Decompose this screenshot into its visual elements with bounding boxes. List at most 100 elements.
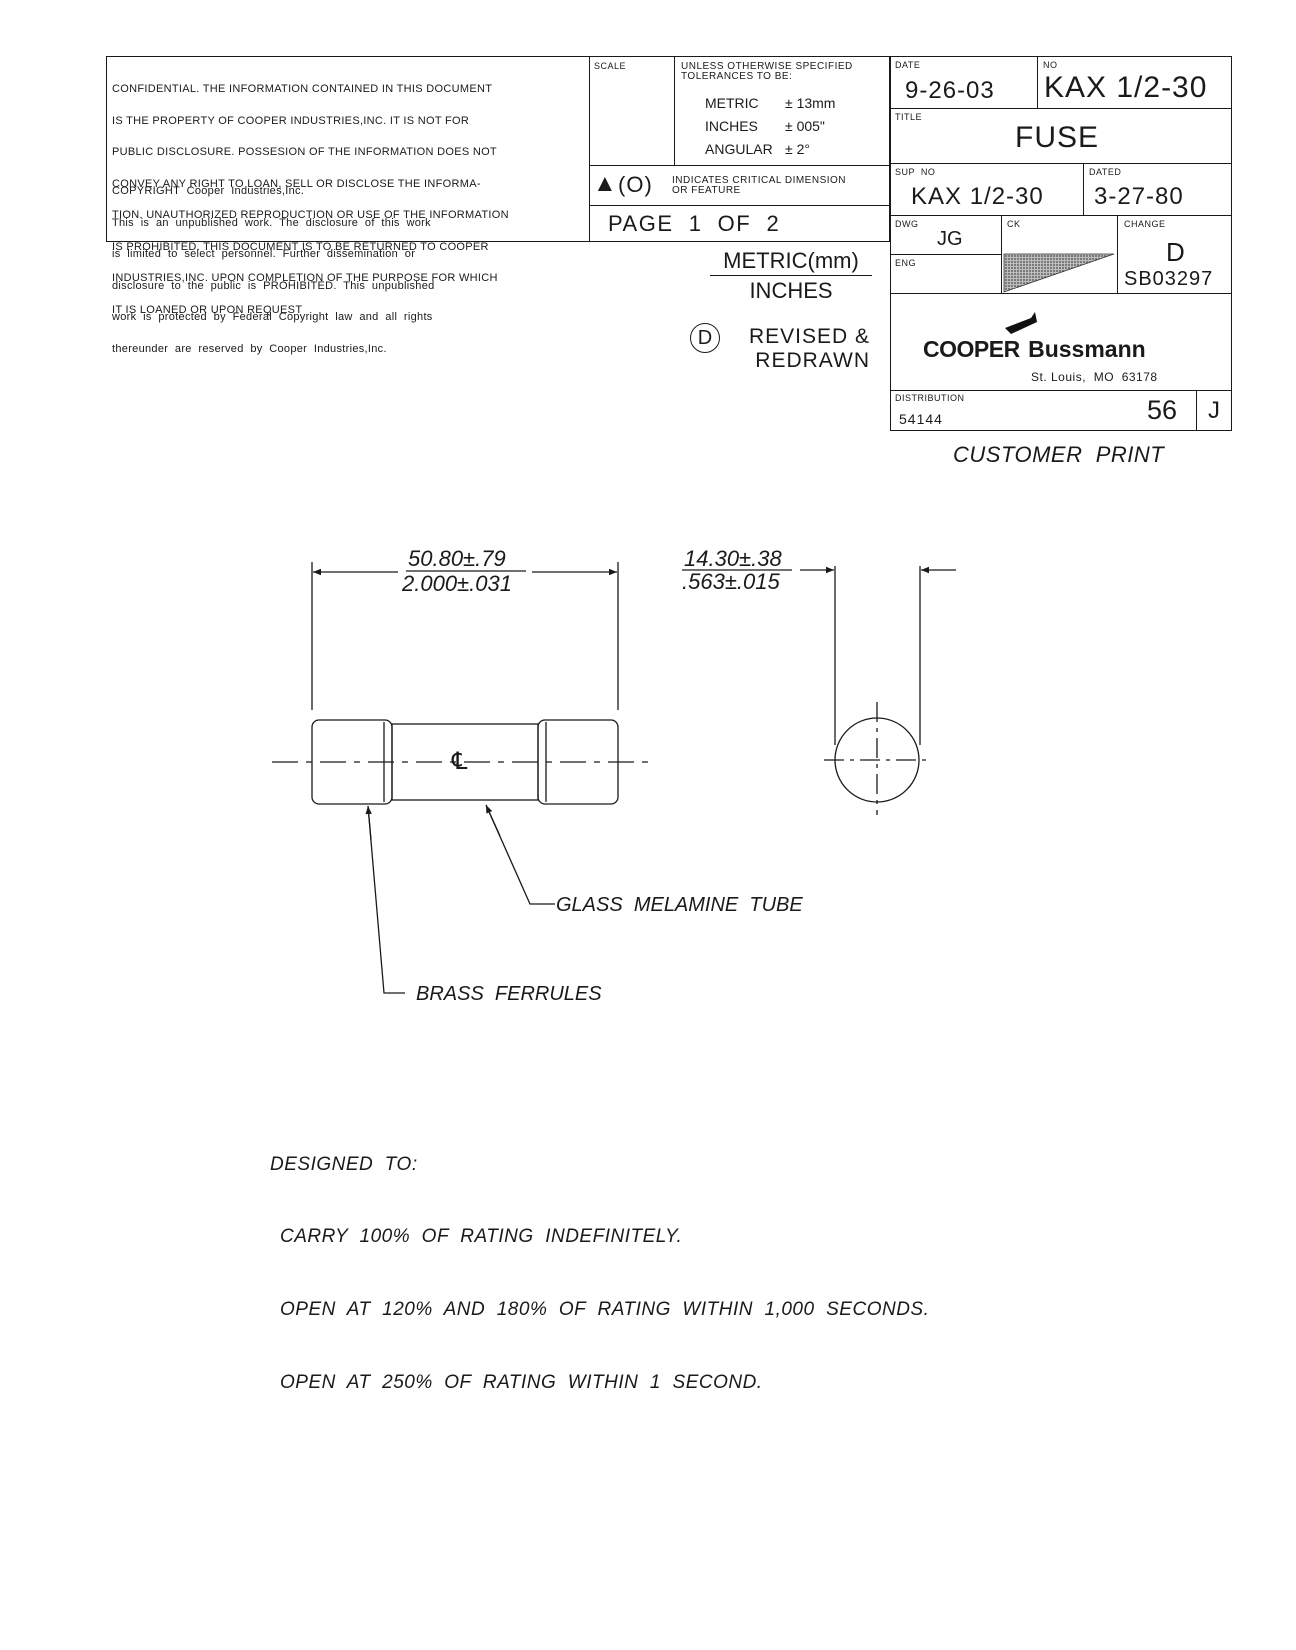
tolerance-inches-label: INCHES [705,118,758,134]
dated-value: 3-27-80 [1094,183,1184,210]
change-cell: CHANGE D SB03297 [1117,215,1232,294]
title-cell: TITLE FUSE [890,108,1232,164]
fuse-drawing: 50.80±.79 2.000±.031 14.30±.38 .563±.015… [272,546,956,1005]
company-name-bussmann: Bussmann [1028,336,1146,362]
tolerances-heading-line2: TOLERANCES TO BE: [681,71,793,82]
dated-cell: DATED 3-27-80 [1083,163,1232,216]
critical-line2: OR FEATURE [672,185,741,196]
cooper-logo-swoosh-icon [1005,312,1037,334]
units-inches-label: INCHES [749,278,833,303]
page-indicator-box: PAGE 1 OF 2 [589,205,890,242]
revision-note: REVISED & REDRAWN [730,325,870,373]
ck-cell: CK [1001,215,1118,294]
critical-mark: (O) [618,172,653,197]
scale-box: SCALE [589,56,675,166]
number-label: NO [1043,60,1058,70]
critical-description: INDICATES CRITICAL DIMENSION OR FEATURE [672,176,846,196]
company-cell: COOPER Bussmann St. Louis, MO 63178 [890,293,1232,391]
critical-triangle-icon: ▲ [593,170,617,197]
document-title: FUSE [1015,121,1100,154]
copyright-line: is limited to select personnel. Further … [112,248,416,260]
length-inch-dimension: 2.000±.031 [401,571,512,596]
ferrule-leader-arrow [365,805,372,841]
number-cell: NO KAX 1/2-30 [1037,56,1232,109]
tolerance-metric-label: METRIC [705,95,759,111]
dated-label: DATED [1089,167,1122,177]
tube-leader [485,804,555,905]
change-letter: D [1166,237,1185,267]
date-label: DATE [895,60,921,70]
diameter-inch-dimension: .563±.015 [682,569,780,594]
confidential-line: TION. UNAUTHORIZED REPRODUCTION OR USE O… [112,209,509,221]
sup-no-value: KAX 1/2-30 [911,183,1044,210]
dwg-cell: DWG JG [890,215,1002,255]
sup-no-cell: SUP NO KAX 1/2-30 [890,163,1084,216]
revision-line2: REDRAWN [755,349,870,372]
change-number: SB03297 [1124,268,1214,290]
confidential-line: INDUSTRIES,INC. UPON COMPLETION OF THE P… [112,272,498,284]
design-note-line: OPEN AT 120% AND 180% OF RATING WITHIN 1… [280,1299,930,1320]
copyright-line: COPYRIGHT Cooper Industries,Inc. [112,185,305,197]
dwg-label: DWG [895,219,919,229]
change-label: CHANGE [1124,219,1166,229]
page-indicator: PAGE 1 OF 2 [608,211,781,236]
units-legend: METRIC(mm) INCHES [710,248,872,304]
tube-callout: GLASS MELAMINE TUBE [556,894,803,916]
tolerance-inches-value: ± 005" [785,118,825,134]
company-name-cooper: COOPER [923,336,1020,362]
ck-label: CK [1007,219,1021,229]
copyright-notice: COPYRIGHT Cooper Industries,Inc. This is… [112,165,435,375]
tolerances-heading-line1: UNLESS OTHERWISE SPECIFIED [681,61,853,72]
confidential-line: IT IS LOANED OR UPON REQUEST [112,303,303,316]
distribution-cell: DISTRIBUTION 54144 56 [890,390,1197,431]
revision-line1: REVISED & [748,325,870,348]
diameter-metric-dimension: 14.30±.38 [684,546,782,571]
distribution-value: 54144 [899,411,943,427]
confidential-line: IS THE PROPERTY OF COOPER INDUSTRIES,INC… [112,114,470,127]
distribution-letter-cell: J [1196,390,1232,431]
critical-line1: INDICATES CRITICAL DIMENSION [672,175,847,186]
date-value: 9-26-03 [905,77,995,104]
confidential-line: CONFIDENTIAL. THE INFORMATION CONTAINED … [112,83,493,95]
centerline-symbol: ℄ [451,748,468,775]
units-metric-label: METRIC(mm) [710,248,872,276]
company-name: COOPER Bussmann [923,336,1146,363]
confidential-notice-box: CONFIDENTIAL. THE INFORMATION CONTAINED … [106,56,590,354]
confidential-line: CONVEY ANY RIGHT TO LOAN, SELL OR DISCLO… [112,177,481,190]
length-metric-dimension: 50.80±.79 [408,546,506,571]
number-value: KAX 1/2-30 [1044,71,1208,104]
tolerances-box: UNLESS OTHERWISE SPECIFIED TOLERANCES TO… [674,56,890,166]
copyright-line: This is an unpublished work. The disclos… [112,216,431,229]
date-cell: DATE 9-26-03 [890,56,1038,109]
sup-no-label: SUP NO [895,167,936,177]
distribution-letter: J [1208,397,1220,424]
tolerance-angular-label: ANGULAR [705,141,773,157]
critical-dimension-box: ▲ (O) INDICATES CRITICAL DIMENSION OR FE… [589,165,890,206]
distribution-number: 56 [1147,395,1178,425]
confidential-notice: CONFIDENTIAL. THE INFORMATION CONTAINED … [112,63,509,336]
copyright-line: work is protected by Federal Copyright l… [112,311,433,323]
distribution-label: DISTRIBUTION [895,393,965,403]
ferrule-leader [367,805,405,994]
tolerances-heading: UNLESS OTHERWISE SPECIFIED TOLERANCES TO… [681,62,853,82]
design-note-line: CARRY 100% OF RATING INDEFINITELY. [280,1226,683,1247]
company-address: St. Louis, MO 63178 [1031,370,1158,384]
design-notes-heading: DESIGNED TO: [270,1154,418,1175]
copyright-line: thereunder are reserved by Cooper Indust… [112,342,387,355]
revision-letter: D [697,327,713,349]
scale-label: SCALE [594,61,627,71]
tolerance-metric-value: ± 13mm [785,95,836,111]
title-label: TITLE [895,112,923,122]
eng-cell: ENG [890,254,1002,294]
dwg-value: JG [937,228,963,250]
confidential-line: IS PROHIBITED. THIS DOCUMENT IS TO BE RE… [112,240,489,253]
customer-print-label: CUSTOMER PRINT [953,442,1165,467]
design-note-line: OPEN AT 250% OF RATING WITHIN 1 SECOND. [280,1372,763,1393]
design-notes: DESIGNED TO: CARRY 100% OF RATING INDEFI… [270,1108,929,1419]
copyright-line: disclosure to the public is PROHIBITED. … [112,279,435,292]
tube-leader-arrow [485,804,501,837]
revision-circle-icon: D [690,323,720,353]
ferrule-callout: BRASS FERRULES [416,983,602,1005]
tolerance-angular-value: ± 2° [785,141,810,157]
confidential-line: PUBLIC DISCLOSURE. POSSESION OF THE INFO… [112,146,497,158]
